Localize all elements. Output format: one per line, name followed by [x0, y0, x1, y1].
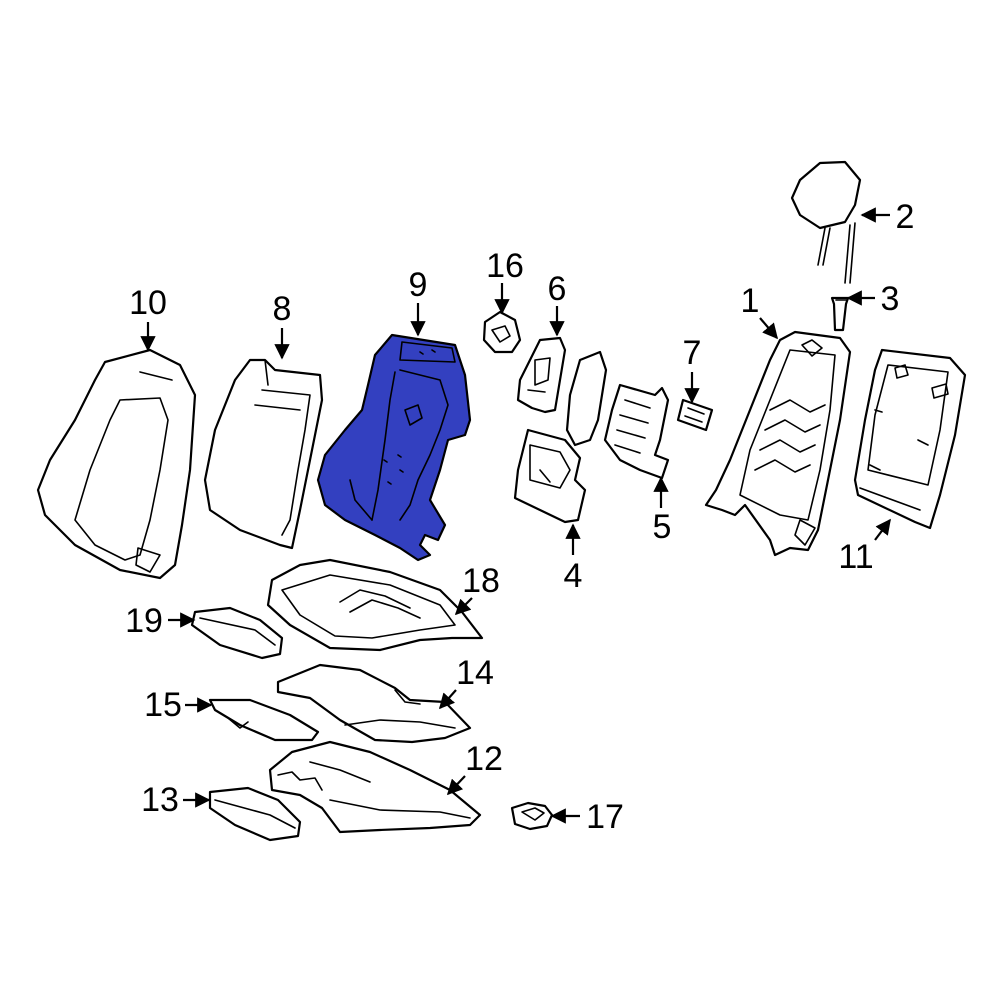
part-16-bracket[interactable]: [482, 310, 522, 354]
callout-18: 18: [462, 562, 500, 600]
callout-17: 17: [586, 798, 624, 836]
leader-18: [454, 597, 473, 616]
callout-1: 1: [741, 282, 760, 320]
part-8-backrest-pad[interactable]: [203, 358, 324, 550]
part-19-side-pad[interactable]: [190, 606, 284, 660]
part-6-side-trim[interactable]: [516, 336, 567, 414]
part-1-backrest-frame[interactable]: [704, 330, 852, 557]
leader-14: [438, 689, 457, 710]
callout-labels: 10 8 9 16 6 4 5 7 1 2 3 11 18 19 14 15 1…: [125, 198, 914, 836]
part-9-backrest-foam[interactable]: [316, 333, 472, 562]
callout-19: 19: [125, 602, 163, 640]
callout-16: 16: [486, 247, 524, 285]
callout-3: 3: [881, 280, 900, 318]
part-15-side-panel[interactable]: [208, 698, 320, 742]
callout-9: 9: [409, 266, 428, 304]
callout-15: 15: [144, 686, 182, 724]
callout-4: 4: [564, 557, 583, 595]
callout-8: 8: [273, 290, 292, 328]
callout-14: 14: [456, 654, 494, 692]
callout-6: 6: [548, 270, 567, 308]
part-11-rear-panel[interactable]: [853, 348, 967, 530]
part-18-seat-cushion-cover[interactable]: [266, 558, 484, 652]
callout-2: 2: [896, 198, 915, 236]
callout-13: 13: [141, 781, 179, 819]
part-2-headrest[interactable]: [790, 160, 862, 284]
callout-7: 7: [683, 334, 702, 372]
leader-11: [874, 518, 891, 541]
callout-11: 11: [838, 538, 873, 576]
leader-12: [446, 775, 466, 796]
part-5-recliner-mechanism[interactable]: [565, 350, 670, 480]
callout-12: 12: [465, 740, 503, 778]
part-3-headrest-guide[interactable]: [830, 296, 850, 332]
leader-lines: [140, 207, 891, 824]
leader-1: [759, 317, 778, 340]
part-17-module[interactable]: [510, 801, 554, 831]
part-4-panel[interactable]: [513, 428, 587, 524]
part-13-side-bolster[interactable]: [208, 786, 302, 842]
part-7-connector[interactable]: [676, 398, 714, 432]
callout-10: 10: [129, 284, 167, 322]
callout-5: 5: [653, 508, 672, 546]
part-14-seat-cushion-pad[interactable]: [276, 663, 472, 744]
part-10-backrest-cover[interactable]: [36, 348, 197, 580]
part-12-seat-cushion-foam[interactable]: [268, 740, 482, 834]
